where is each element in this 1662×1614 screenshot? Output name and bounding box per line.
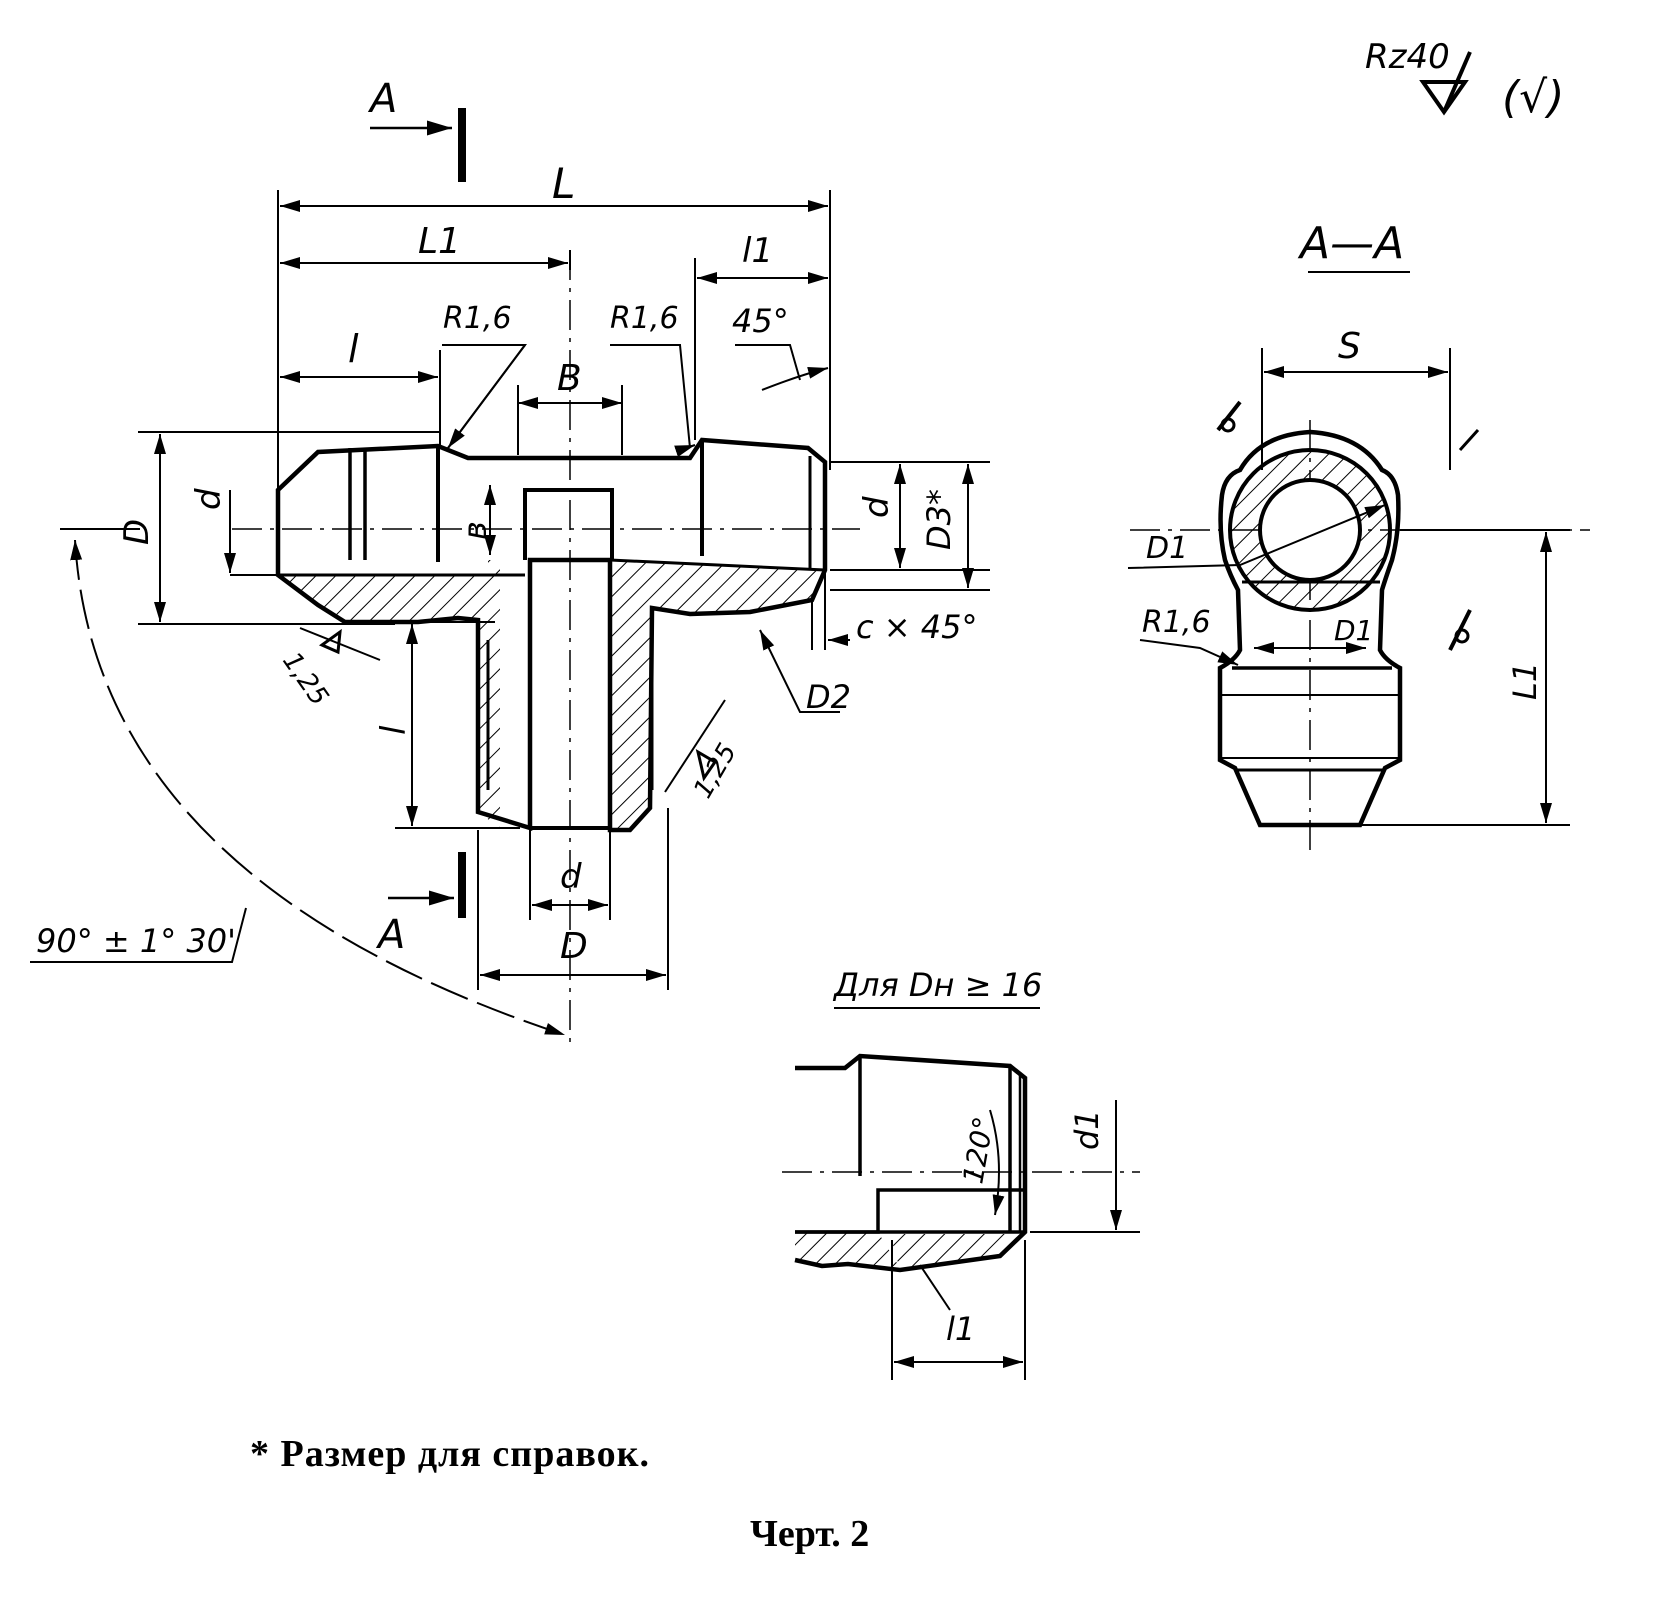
tee-main-view: [232, 250, 860, 1050]
radius-section: R1,6: [1142, 605, 1211, 640]
roughness-label: Rz40: [1365, 37, 1450, 77]
dim-D1-inner: D1: [1334, 614, 1373, 647]
angle-90: 90° ± 1° 30': [36, 922, 236, 960]
dim-l1-detail: l1: [946, 1310, 975, 1348]
dim-l-vert: l: [374, 725, 414, 735]
dim-L1-right: L1: [1506, 662, 1544, 700]
figure-caption: Черт. 2: [750, 1513, 870, 1555]
main-view-labels: L L1 l1 l B R1,6 R1,6 45° D d d D3* в c …: [36, 159, 977, 967]
svg-text:A: A: [367, 76, 397, 122]
dim-d-bottom: d: [560, 857, 582, 897]
dim-D2: D2: [806, 678, 851, 716]
svg-text:A: A: [375, 912, 405, 958]
detail-title: Для Dн ≥ 16: [832, 966, 1042, 1004]
dim-S: S: [1338, 326, 1361, 367]
dim-D-bottom: D: [560, 926, 588, 967]
radius-left: R1,6: [443, 301, 512, 336]
dim-l1-top: l1: [742, 231, 773, 271]
dim-B: B: [557, 358, 582, 399]
footnote: * Размер для справок.: [250, 1433, 650, 1475]
section-title: А—А: [1297, 218, 1404, 269]
dim-d-left: d: [189, 488, 229, 510]
detail-view: [782, 1007, 1140, 1380]
angle-120: 120°: [956, 1114, 1000, 1186]
dim-d-right: d: [857, 496, 897, 518]
detail-labels: Для Dн ≥ 16 d1 120° l1: [832, 966, 1106, 1348]
dim-d1: d1: [1068, 1109, 1106, 1150]
dim-L1-top: L1: [418, 221, 461, 262]
section-a-a: [1127, 271, 1590, 850]
section-mark-bottom: A: [375, 852, 466, 958]
dim-b: в: [456, 521, 494, 540]
angle-45: 45°: [732, 302, 789, 340]
section-mark-top: A: [367, 76, 466, 182]
dimension-lines-main: [30, 190, 990, 1036]
dim-D-left: D: [117, 519, 157, 545]
radius-right: R1,6: [610, 301, 679, 336]
dim-l-left: l: [348, 327, 359, 371]
dim-D3: D3*: [920, 489, 958, 550]
roughness-bracket: (√): [1502, 72, 1564, 123]
dim-L: L: [552, 159, 575, 208]
chamfer-label: c × 45°: [856, 608, 977, 646]
roughness-right: 1,25: [688, 738, 743, 803]
roughness-symbol: Rz40 (√): [1365, 37, 1564, 123]
dim-D1-left: D1: [1146, 531, 1188, 566]
section-labels: А—А S D1 D1 R1,6 L1: [1142, 218, 1544, 700]
roughness-left: 1,25: [276, 647, 334, 712]
